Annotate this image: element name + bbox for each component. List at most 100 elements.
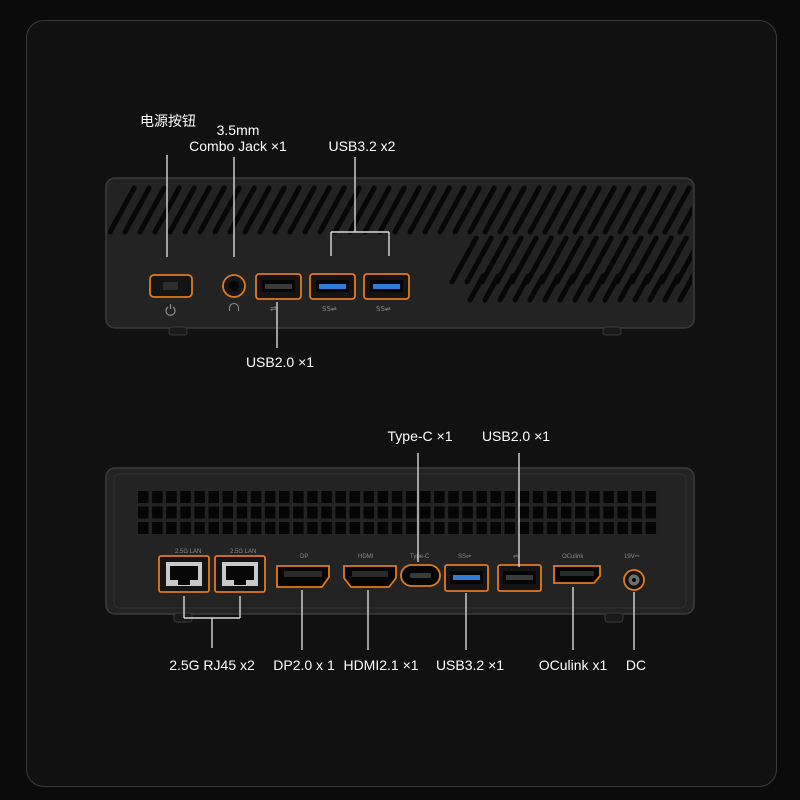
vent-hole [391, 506, 403, 519]
vent-hole [180, 506, 191, 519]
hdmi-port[interactable] [343, 565, 397, 588]
vent-slot [662, 273, 681, 303]
vent-hole [349, 491, 360, 503]
usb20-rear-port[interactable] [497, 564, 542, 592]
vent-hole [208, 491, 219, 503]
audio-jack-label-line1: 3.5mm [216, 122, 260, 138]
vent-slot [632, 273, 651, 303]
rear-vents [138, 491, 657, 534]
vent-hole [293, 506, 304, 519]
vent-hole [546, 506, 558, 519]
vent-hole [490, 522, 501, 534]
vent-hole [631, 522, 642, 534]
vent-slot [524, 235, 554, 285]
vent-hole [349, 522, 360, 534]
vent-slot [677, 273, 692, 303]
vent-slot [392, 185, 422, 235]
vent-hole [645, 506, 657, 519]
vent-hole [363, 491, 375, 503]
vent-hole [321, 491, 332, 503]
vent-slot [464, 235, 494, 285]
vent-slot [108, 185, 137, 235]
vent-hole [462, 522, 473, 534]
dc-jack[interactable] [623, 569, 645, 591]
displayport[interactable] [276, 565, 330, 588]
vent-hole [236, 522, 248, 534]
vent-slot [527, 273, 546, 303]
vent-slot [362, 185, 392, 235]
vent-slot [647, 273, 666, 303]
vent-slot [662, 185, 692, 235]
vent-hole [279, 506, 290, 519]
vent-slot [647, 185, 677, 235]
vent-hole [363, 522, 375, 534]
silk-dp: DP [300, 554, 308, 560]
type-c-label: Type-C ×1 [387, 428, 453, 444]
rj45-label: 2.5G RJ45 x2 [169, 657, 255, 673]
vent-hole [166, 506, 177, 519]
vent-hole [377, 522, 389, 534]
silk-typec: Type-C [410, 554, 430, 560]
silk-lan1: 2.5G LAN [175, 549, 201, 555]
vent-hole [363, 506, 375, 519]
vent-hole [377, 506, 389, 519]
rj45-port-2[interactable] [214, 555, 266, 593]
silk-ss: SS⇌ [458, 553, 471, 560]
vent-hole [603, 491, 614, 503]
vent-slot [539, 235, 569, 285]
vent-hole [434, 506, 445, 519]
vent-hole [603, 506, 614, 519]
type-c-port[interactable] [400, 564, 441, 587]
vent-slot [302, 185, 332, 235]
vent-hole [166, 491, 177, 503]
usb32-front-port-2[interactable] [363, 273, 410, 300]
vent-slot [182, 185, 212, 235]
rj45-port-1[interactable] [158, 555, 210, 593]
usb-icon: ⇌ [270, 304, 277, 313]
vent-hole [264, 491, 276, 503]
oculink-label: OCulink x1 [538, 657, 608, 673]
vent-slot [509, 235, 539, 285]
vent-hole [434, 522, 445, 534]
front-foot-left [168, 326, 188, 336]
usb32-front-port-1[interactable] [309, 273, 356, 300]
usb20-front-port[interactable] [255, 273, 302, 300]
vent-hole [448, 506, 459, 519]
usb3-ss-icon: SS⇌ [376, 305, 391, 313]
vent-slot [494, 235, 524, 285]
vent-hole [138, 522, 149, 534]
usb3-ss-icon: SS⇌ [322, 305, 337, 313]
power-button[interactable] [149, 274, 193, 298]
vent-hole [321, 522, 332, 534]
vent-slot [557, 273, 576, 303]
audio-jack[interactable] [222, 274, 246, 298]
dc-label: DC [625, 657, 647, 673]
vent-slot [617, 185, 647, 235]
vent-hole [307, 491, 318, 503]
vent-hole [180, 522, 191, 534]
vent-hole [405, 506, 417, 519]
vent-hole [518, 522, 530, 534]
vent-slot [587, 185, 617, 235]
vent-hole [589, 522, 600, 534]
vent-hole [518, 491, 530, 503]
oculink-port[interactable] [553, 565, 601, 584]
vent-hole [532, 506, 544, 519]
vent-hole [335, 522, 346, 534]
vent-slot [542, 185, 572, 235]
vent-hole [561, 506, 572, 519]
vent-slot [317, 185, 347, 235]
vent-hole [532, 491, 544, 503]
vent-hole [645, 491, 657, 503]
vent-hole [476, 491, 487, 503]
usb32-rear-port[interactable] [444, 564, 489, 592]
rear-callouts [183, 453, 635, 650]
vent-slot [197, 185, 227, 235]
vent-hole [321, 506, 332, 519]
vent-hole [307, 506, 318, 519]
vent-slot [614, 235, 644, 285]
vent-slot [467, 185, 497, 235]
vent-hole [575, 491, 586, 503]
vent-slot [377, 185, 407, 235]
vent-hole [617, 491, 628, 503]
